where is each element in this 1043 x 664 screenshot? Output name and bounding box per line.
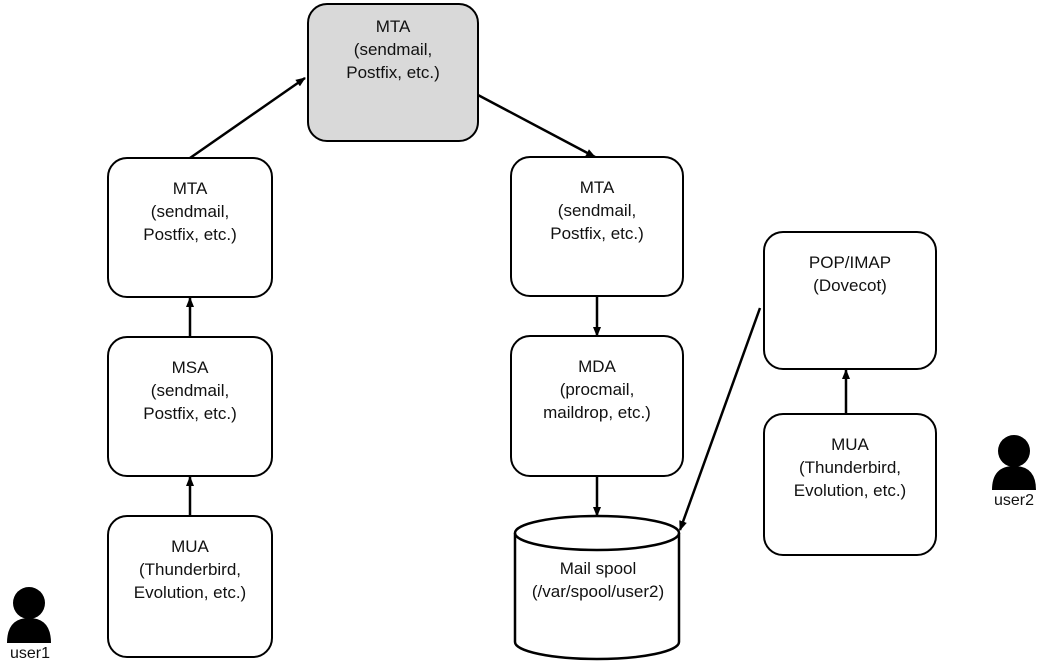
left-msa-detail-1: (sendmail, [150, 381, 230, 400]
left-msa-label: MSA [171, 358, 209, 377]
right-mta-box: MTA (sendmail, Postfix, etc.) [510, 156, 684, 297]
right-mta-detail-2: Postfix, etc.) [550, 224, 644, 243]
right-mua-label: MUA [831, 435, 869, 454]
left-mta-detail-2: Postfix, etc.) [143, 225, 237, 244]
arrow-top-mta-to-right-mta [477, 93, 596, 159]
user-icon [7, 587, 51, 643]
user2-label: user2 [993, 492, 1035, 509]
pop-imap-box: POP/IMAP (Dovecot) [763, 231, 937, 370]
left-mta-detail-1: (sendmail, [150, 202, 230, 221]
arrow-pop-imap-to-spool [678, 307, 762, 531]
user1-label: user1 [9, 645, 51, 662]
mail-spool-path: (/var/spool/user2) [531, 582, 665, 601]
right-mta-label: MTA [579, 178, 615, 197]
left-msa-box: MSA (sendmail, Postfix, etc.) [107, 336, 273, 477]
left-mta-label: MTA [172, 179, 208, 198]
right-mua-detail-2: Evolution, etc.) [793, 481, 907, 500]
left-mua-detail-2: Evolution, etc.) [133, 583, 247, 602]
top-mta-detail-1: (sendmail, [353, 40, 433, 59]
top-mta-detail-2: Postfix, etc.) [346, 63, 440, 82]
right-mda-label: MDA [578, 357, 616, 376]
right-mda-detail-1: (procmail, [559, 380, 635, 399]
top-mta-label: MTA [375, 17, 411, 36]
left-msa-detail-2: Postfix, etc.) [143, 404, 237, 423]
right-mua-detail-1: (Thunderbird, [798, 458, 902, 477]
right-mta-detail-1: (sendmail, [557, 201, 637, 220]
left-mua-box: MUA (Thunderbird, Evolution, etc.) [107, 515, 273, 658]
mail-spool-cylinder [513, 514, 681, 661]
arrow-left-mta-to-top-mta [189, 76, 306, 160]
right-mda-detail-2: maildrop, etc.) [543, 403, 651, 422]
user-icon [992, 435, 1036, 490]
left-mua-detail-1: (Thunderbird, [138, 560, 242, 579]
mail-spool-label: Mail spool [559, 559, 637, 578]
pop-imap-label: POP/IMAP [808, 253, 892, 272]
pop-imap-detail: (Dovecot) [813, 276, 887, 295]
right-mua-box: MUA (Thunderbird, Evolution, etc.) [763, 413, 937, 556]
top-mta-box: MTA (sendmail, Postfix, etc.) [307, 3, 479, 142]
right-mda-box: MDA (procmail, maildrop, etc.) [510, 335, 684, 477]
left-mta-box: MTA (sendmail, Postfix, etc.) [107, 157, 273, 298]
left-mua-label: MUA [171, 537, 209, 556]
mail-spool-text: Mail spool (/var/spool/user2) [513, 557, 683, 603]
